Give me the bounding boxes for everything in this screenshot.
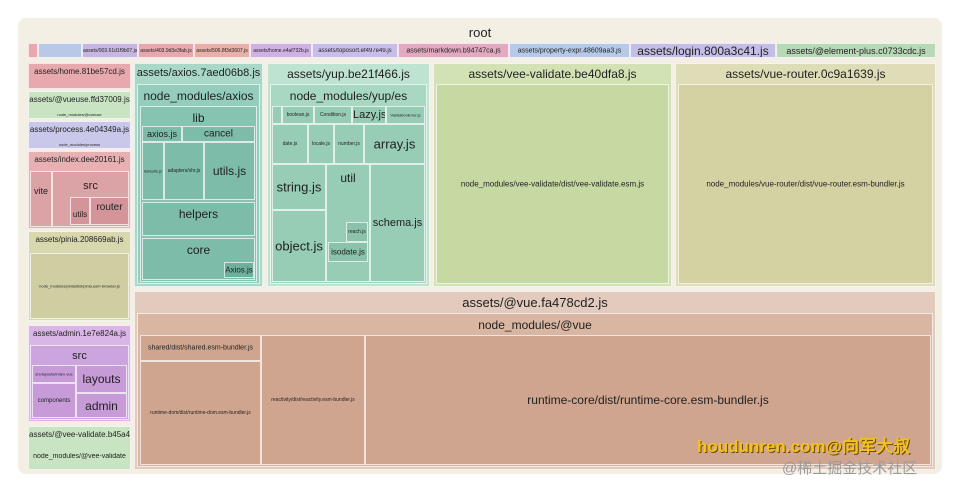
top-chunk-8[interactable]: assets/login.800a3c41.js bbox=[630, 43, 776, 58]
yup-boolean[interactable]: boolean.js bbox=[282, 106, 314, 124]
yup-date[interactable]: date.js bbox=[272, 124, 308, 164]
axios-utils-js[interactable]: utils.js bbox=[204, 142, 255, 200]
yup-object[interactable]: object.js bbox=[272, 210, 326, 282]
vue-runtime-core[interactable]: runtime-core/dist/runtime-core.esm-bundl… bbox=[365, 335, 931, 465]
admin-admin[interactable]: admin bbox=[76, 393, 127, 418]
brand-watermark: houdunren.com@向军大叔 bbox=[697, 437, 911, 456]
yup-locale[interactable]: locale.js bbox=[308, 124, 334, 164]
top-chunk-1[interactable]: assets/903.61d1f9b07.js bbox=[82, 43, 138, 58]
root-label: root bbox=[468, 25, 492, 40]
index-router[interactable]: router bbox=[90, 197, 129, 225]
axios-defaults[interactable]: defaults.js bbox=[142, 142, 164, 200]
top-chunk-3[interactable]: assets/506.8f3d3607.js bbox=[194, 43, 250, 58]
chunk-home[interactable]: assets/home.81be57cd.js bbox=[28, 63, 131, 89]
top-chunk-6[interactable]: assets/markdown.b94747ca.js bbox=[398, 43, 509, 58]
pinia-file[interactable]: node_modules/pinia/dist/pinia.esm-browse… bbox=[30, 253, 129, 319]
chunk-vueuse[interactable]: assets/@vueuse.ffd37009.js node_modules/… bbox=[28, 91, 131, 119]
top-chunk-4[interactable]: assets/home.e4af732b.js bbox=[250, 43, 312, 58]
axios-helpers[interactable]: helpers bbox=[142, 202, 255, 236]
top-chunk-9[interactable]: assets/@element-plus.c0733cdc.js bbox=[776, 43, 936, 58]
top-chunk-tiny2[interactable] bbox=[38, 43, 82, 58]
admin-components[interactable]: components bbox=[32, 383, 76, 418]
top-chunk-tiny[interactable] bbox=[28, 43, 38, 58]
admin-layouts[interactable]: layouts bbox=[76, 365, 127, 393]
index-utils[interactable]: utils bbox=[70, 197, 90, 225]
top-chunk-2[interactable]: assets/403.9d3e3fab.js bbox=[138, 43, 194, 58]
vue-shared[interactable]: shared/dist/shared.esm-bundler.js bbox=[140, 335, 261, 361]
vue-reactivity[interactable]: reactivity/dist/reactivity.esm-bundler.j… bbox=[261, 335, 365, 465]
vue-runtime-dom[interactable]: runtime-dom/dist/runtime-dom.esm-bundler… bbox=[140, 361, 261, 465]
yup-string[interactable]: string.js bbox=[272, 164, 326, 210]
yup-array[interactable]: array.js bbox=[364, 124, 425, 164]
vee-validate-file[interactable]: node_modules/vee-validate/dist/vee-valid… bbox=[436, 84, 669, 284]
axios-cancel[interactable]: cancel bbox=[182, 126, 255, 142]
yup-isodate[interactable]: isodate.js bbox=[328, 242, 368, 262]
yup-number[interactable]: number.js bbox=[334, 124, 364, 164]
yup-reach[interactable]: reach.js bbox=[346, 222, 368, 242]
vue-router-file[interactable]: node_modules/vue-router/dist/vue-router.… bbox=[678, 84, 933, 284]
axios-adapters[interactable]: adapters/xhr.js bbox=[164, 142, 204, 200]
axios-axios-js[interactable]: axios.js bbox=[142, 126, 182, 142]
admin-small[interactable]: src/layouts/index.vue bbox=[32, 365, 76, 383]
yup-schema[interactable]: schema.js bbox=[370, 164, 425, 282]
axios-core[interactable]: core bbox=[142, 238, 255, 280]
top-chunk-5[interactable]: assets/toposort.ef497e49.js bbox=[312, 43, 398, 58]
axios-core-axios[interactable]: Axios.js bbox=[224, 262, 254, 278]
yup-lazy[interactable]: Lazy.js bbox=[352, 106, 386, 124]
chunk-vee-small[interactable]: assets/@vee-validate.b45a4101.js node_mo… bbox=[28, 426, 131, 470]
yup-condition[interactable]: Condition.js bbox=[314, 106, 352, 124]
yup-validation-error[interactable]: ValidationError.js bbox=[386, 106, 425, 124]
index-vite[interactable]: vite bbox=[30, 171, 52, 227]
chunk-process[interactable]: assets/process.4e04349a.js node_modules/… bbox=[28, 121, 131, 149]
site-watermark: @稀土掘金技术社区 bbox=[782, 460, 918, 477]
top-chunk-7[interactable]: assets/property-expr.48609aa3.js bbox=[509, 43, 630, 58]
yup-tiny[interactable] bbox=[272, 106, 282, 124]
